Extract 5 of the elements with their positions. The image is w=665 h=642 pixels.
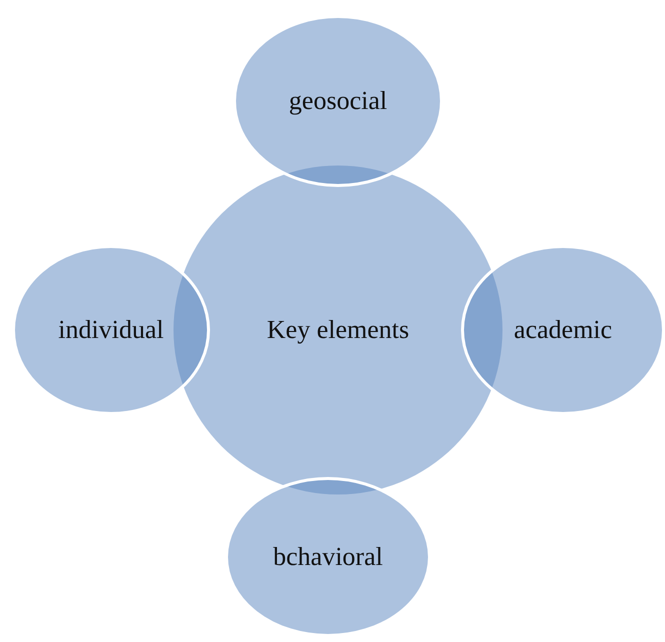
node-label: academic: [514, 314, 612, 346]
node-label: geosocial: [288, 84, 388, 117]
node-label: individual: [58, 314, 164, 346]
node-label: Key elements: [266, 314, 410, 346]
node-label: bchavioral: [273, 540, 383, 573]
